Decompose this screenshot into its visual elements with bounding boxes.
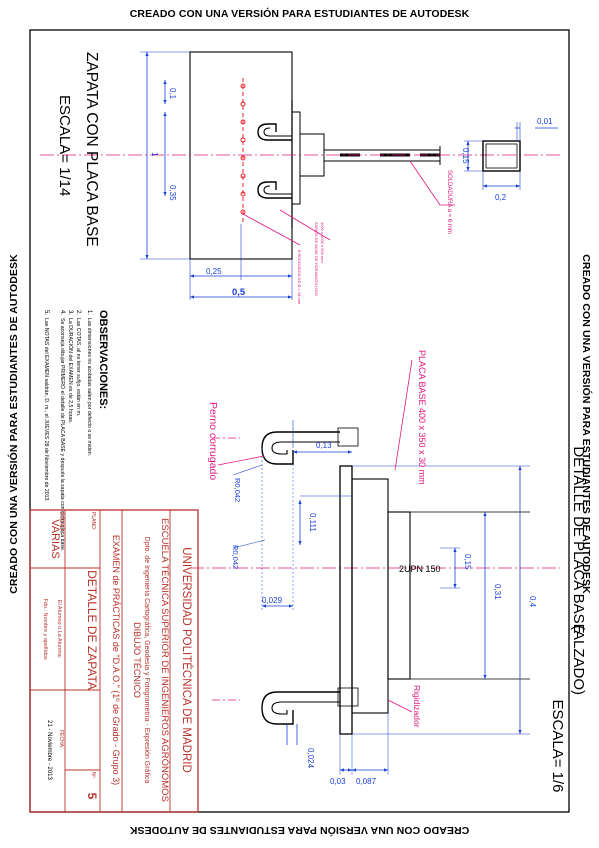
obs-num-2: 2.: [75, 310, 81, 315]
dim-placa-003: 0,03: [330, 777, 346, 786]
dim-placa-015: 0,15: [463, 554, 472, 570]
dim-column-001: 0,01: [537, 117, 553, 126]
dim-placa-0111: 0,111: [308, 513, 317, 532]
cajetin-plano-value: DETALLE DE ZAPATA: [85, 570, 99, 690]
placa-bolt-bottom: [261, 691, 340, 725]
callout-redondos: 8 REDONDOS DE Ø = 18 mm: [297, 250, 302, 305]
zapata-bolt-bottom: [257, 181, 292, 199]
zapata-view: [40, 51, 560, 300]
dim-zapata-035: 0,35: [168, 185, 177, 201]
cajetin-university: UNIVERSIDAD POLITÉCNICA DE MADRID: [180, 547, 193, 773]
dim-placa-031: 0,31: [493, 584, 502, 600]
cajetin-exam: EXAMEN de PRÁCTICAS de "D.A.O." (1º de G…: [111, 535, 121, 785]
dim-zapata-025: 0,25: [206, 267, 222, 276]
cajetin-escala-value: VARIAS: [49, 519, 61, 559]
perno-label: Perno corrugado: [207, 402, 219, 480]
upn-label: 2UPN 150: [399, 564, 441, 574]
observaciones-title: OBSERVACIONES:: [97, 310, 109, 409]
dim-zapata-01: 0,1: [168, 88, 177, 100]
placa-view: [190, 359, 560, 775]
dim-placa-0024: 0,024: [306, 748, 315, 769]
cajetin-plano-label: PLANO:: [90, 512, 96, 530]
observaciones-block: OBSERVACIONES: 1. Las dimensiones no aco…: [43, 310, 109, 551]
cajetin-fecha-value: 21 - Noviembre - 2013: [46, 720, 52, 780]
sheet-frame: [29, 29, 570, 813]
cajetin-num-value: 5: [85, 793, 99, 800]
placa-scale: ESCALA= 1/6: [549, 700, 566, 793]
cajetin-dept: Dpto. de Ingeniería Cartográfica, Geodes…: [143, 537, 150, 784]
callout-soldadura: SOLDADURA a = 6 mm: [446, 170, 452, 234]
obs-text-5: Las NOTAS del EXAMEN saldrán, D. m., el …: [43, 318, 49, 502]
dim-placa-0029: 0,029: [262, 596, 283, 605]
dim-column-015: 0,15: [461, 148, 470, 164]
zapata-plate: [291, 111, 301, 205]
placa-subtitle: (ALZADO): [570, 625, 587, 695]
placa-label: PLACA BASE 400 x 350 x 30 mm: [417, 350, 427, 485]
dim-zapata-1: 1: [150, 152, 159, 157]
cajetin-fecha-label: FECHA:: [58, 730, 64, 748]
cajetin-subject: DIBUJO TÉCNICO: [132, 622, 142, 698]
cajetin: [29, 509, 199, 813]
zapata-bolt-top: [257, 123, 292, 141]
column-section: [482, 140, 521, 172]
watermark-top: CREADO CON UNA VERSIÓN PARA ESTUDIANTES …: [129, 8, 470, 20]
dim-placa-04: 0,4: [528, 596, 537, 608]
obs-text-2: Las COTAS, al no tener sufijo, están en …: [75, 318, 81, 416]
cajetin-escala-label: ESCALA:: [58, 512, 64, 533]
obs-text-4: Se aconseja dibujar PRIMERO el detalle d…: [59, 318, 65, 551]
obs-num-4: 4.: [59, 310, 65, 315]
placa-rigidizador: [351, 478, 389, 714]
obs-text-3: La DURACIÓN del EXAMEN es de 2,5 horas.: [67, 318, 74, 423]
cajetin-alumno-label: El Alumno o La Alumna:: [56, 600, 62, 659]
callout-zapata: ZAPATA DE BASE DE HORMIGÓN H150: [314, 222, 319, 297]
obs-num-3: 3.: [67, 310, 73, 315]
cajetin-alumno-sign: Fdo.: Nombre y apellidos: [42, 598, 48, 659]
obs-num-1: 1.: [86, 310, 92, 315]
obs-num-5: 5.: [43, 310, 49, 315]
dim-placa-r0042a: R0,042: [233, 478, 242, 502]
dim-placa-r0042b: R0,042: [231, 545, 240, 569]
cajetin-num-label: Nº:: [90, 772, 96, 779]
zapata-scale: ESCALA= 1/14: [56, 95, 73, 196]
zapata-title: ZAPATA CON PLACA BASE: [83, 52, 100, 247]
callout-zapata-2: 1000 x 1000 x 500 mm: [320, 222, 325, 263]
rigidizador-label: Rigidizador: [412, 685, 422, 728]
placa-title: DETALLE DE PLACA BASE: [570, 446, 587, 633]
dim-column-02: 0,2: [495, 193, 507, 202]
cajetin-school: ESCUELA TÉCNICA SUPERIOR DE INGENIEROS A…: [159, 518, 170, 802]
dim-zapata-05: 0,5: [232, 287, 246, 298]
dim-placa-013: 0,13: [316, 441, 332, 450]
dim-placa-0087: 0,087: [356, 777, 377, 786]
placa-base-plate: [339, 465, 353, 735]
obs-text-1: Las dimensiones no acotadas salen por de…: [86, 318, 92, 456]
placa-upn: [387, 511, 411, 680]
